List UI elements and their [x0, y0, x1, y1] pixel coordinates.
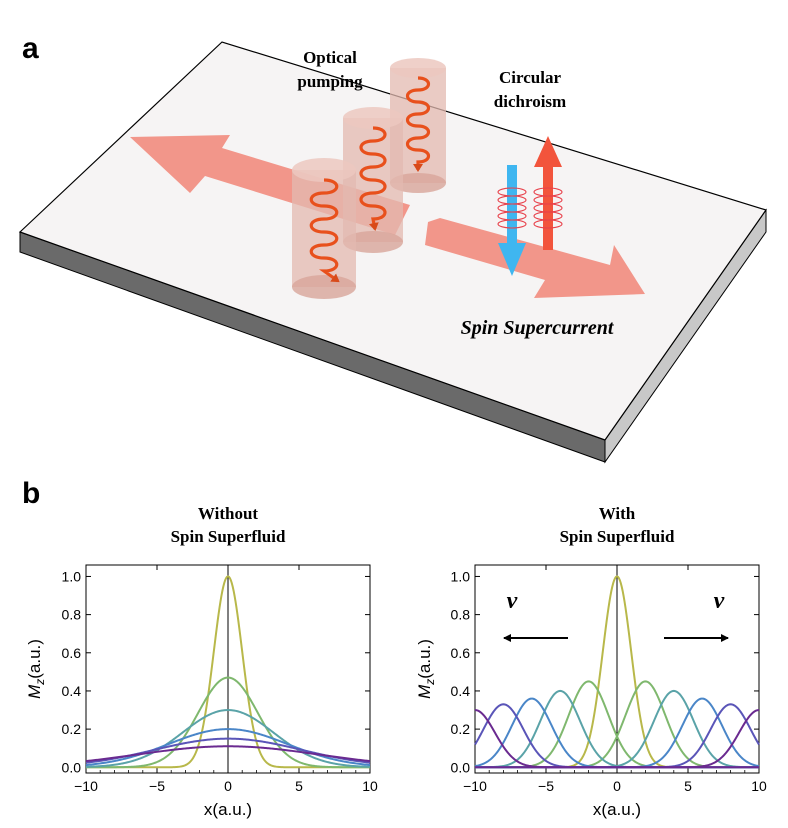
chart-right-xtick-label: 10 [751, 778, 767, 794]
chart-left-title-line2: Spin Superfluid [171, 527, 286, 546]
chart-left-series-1 [86, 676, 370, 769]
chart-right-xtick-label: 5 [684, 778, 692, 794]
chart-right-xtick-label: −5 [538, 778, 554, 794]
probe-left-coil-icon [497, 187, 527, 229]
chart-left-ytick-label: 0.6 [62, 645, 82, 661]
optical-pumping-label-line1: Optical [303, 48, 357, 67]
dichroism-probe [497, 136, 563, 276]
chart-left-xtick-label: 10 [362, 778, 378, 794]
chart-left-ytick-label: 1.0 [62, 568, 82, 584]
velocity-label-right: v [714, 588, 725, 614]
chart-left-ytick-label: 0.2 [62, 721, 82, 737]
panel-a-label: a [22, 32, 39, 65]
panel-a: a [18, 32, 767, 464]
panel-b-label: b [22, 477, 40, 510]
chart-right-xtick-label: −10 [463, 778, 487, 794]
probe-up-arrow-head [534, 136, 562, 167]
chart-left-series [85, 575, 371, 769]
chart-left-series-2 [85, 709, 371, 768]
chart-left-ytick-label: 0.8 [62, 607, 82, 623]
circular-dichroism-label-line2: dichroism [494, 92, 566, 111]
helix-middle-icon [359, 126, 387, 231]
pump-cylinder-front [292, 158, 356, 299]
chart-left-series-3 [85, 728, 371, 767]
chart-right-ytick-label: 0.2 [451, 721, 471, 737]
probe-down-arrow-head [498, 243, 526, 276]
chart-right-series-5-right [475, 709, 760, 769]
chart-right-xlabel: x(a.u.) [593, 800, 641, 819]
chart-right-axes: −10 −5 0 5 10 0.0 0.2 0.4 0.6 0.8 1.0 [451, 565, 767, 794]
chart-right-title-line2: Spin Superfluid [560, 527, 675, 546]
chart-right-ytick-label: 0.8 [451, 607, 471, 623]
chart-left-xlabel: x(a.u.) [204, 800, 252, 819]
optical-pumping-label-line2: pumping [297, 72, 363, 91]
chart-left-xtick-label: 5 [295, 778, 303, 794]
helix-front-icon [309, 178, 340, 283]
chart-right-xtick-label: 0 [613, 778, 621, 794]
velocity-label-left: v [507, 588, 518, 614]
probe-down-arrow-shaft [507, 165, 517, 245]
chart-left-ytick-label: 0.0 [62, 759, 82, 775]
probe-right-coil-icon [533, 187, 563, 229]
chart-right-ytick-label: 0.6 [451, 645, 471, 661]
chart-right-ylabel: Mz(a.u.) [415, 639, 437, 699]
chart-right-ytick-label: 0.0 [451, 759, 471, 775]
spin-supercurrent-label: Spin Supercurrent [461, 317, 615, 339]
chart-left-axes: −10 −5 0 5 10 0.0 0.2 0.4 0.6 0.8 1.0 [62, 565, 378, 794]
chart-left-xtick-label: 0 [224, 778, 232, 794]
circular-dichroism-label-line1: Circular [499, 68, 561, 87]
chart-left-series-5 [85, 745, 371, 763]
chart-right: With Spin Superfluid −10 −5 0 5 10 0.0 0.2 0.4 0… [415, 504, 767, 819]
chart-right-ytick-label: 0.4 [451, 683, 471, 699]
chart-left-ytick-label: 0.4 [62, 683, 82, 699]
chart-left-ylabel: Mz(a.u.) [25, 639, 47, 699]
panel-b: b Without Spin Superfluid −10 −5 0 5 10 0.0 0.… [22, 477, 767, 819]
chart-left-xtick-label: −10 [74, 778, 98, 794]
chart-right-ytick-label: 1.0 [451, 568, 471, 584]
chart-left: Without Spin Superfluid −10 −5 0 5 10 0.0 0.2 0… [25, 504, 378, 819]
chart-right-title-line1: With [599, 504, 636, 523]
spin-current-arrow-right [425, 218, 645, 298]
helix-back-icon [405, 76, 431, 172]
probe-up-arrow-shaft [543, 165, 553, 250]
chart-left-xtick-label: −5 [149, 778, 165, 794]
chart-left-title-line1: Without [198, 504, 258, 523]
chart-right-series [474, 575, 760, 769]
